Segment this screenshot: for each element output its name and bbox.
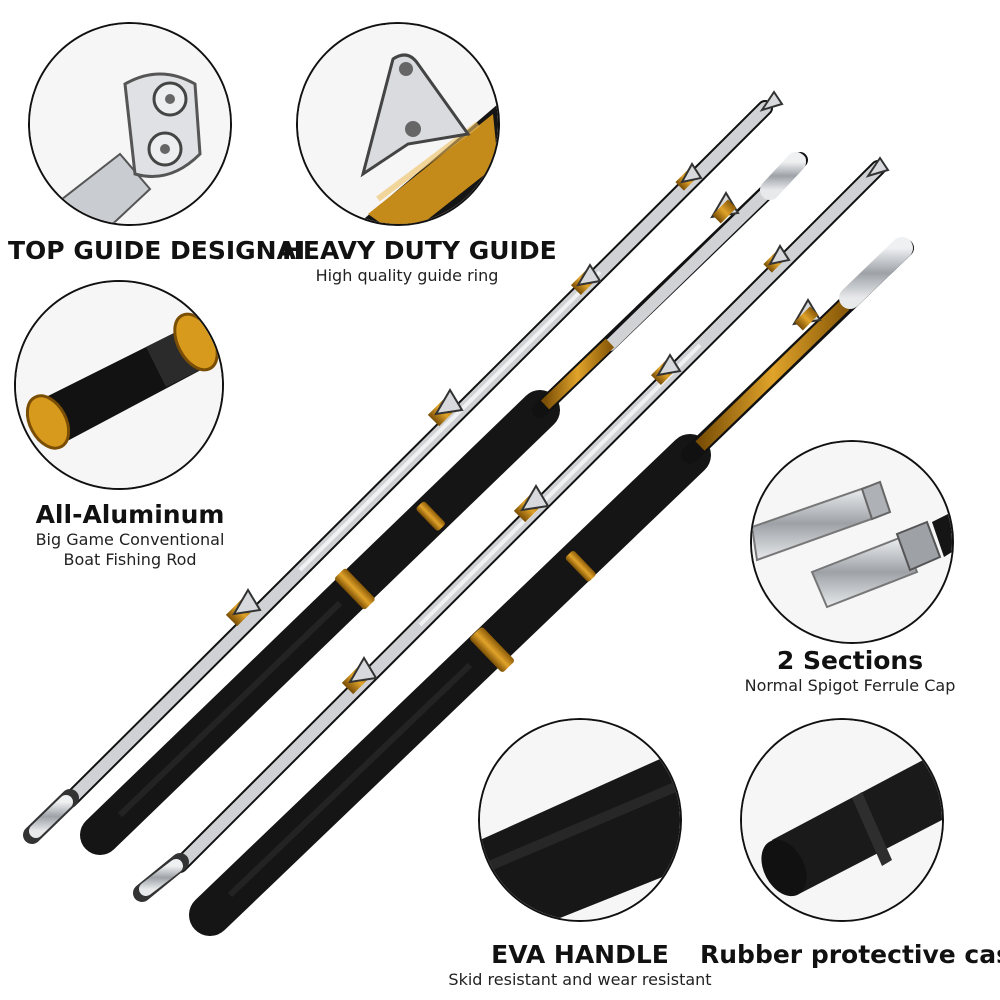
rubber-case-caption: Rubber protective case	[700, 940, 1000, 970]
sections-caption: 2 Sections Normal Spigot Ferrule Cap	[720, 646, 980, 696]
top-guide-title: TOP GUIDE DESIGNAI	[8, 236, 306, 265]
top-guide-caption: TOP GUIDE DESIGNAI	[8, 236, 306, 266]
rod-a-guides	[225, 90, 784, 627]
rubber-case-title: Rubber protective case	[700, 940, 1000, 969]
heavy-duty-guide-caption: HEAVY DUTY GUIDE High quality guide ring	[282, 236, 557, 286]
eva-handle-detail-circle	[478, 718, 682, 922]
eva-handle-subtitle: Skid resistant and wear resistant	[448, 970, 712, 989]
aluminum-detail-circle	[14, 280, 224, 490]
sections-detail-circle	[750, 440, 954, 644]
aluminum-subtitle-line2: Boat Fishing Rod	[63, 550, 197, 569]
sections-title: 2 Sections	[776, 646, 924, 675]
sections-subtitle: Normal Spigot Ferrule Cap	[744, 676, 956, 695]
rod-c	[133, 156, 890, 902]
rod-c-guides	[341, 156, 890, 695]
heavy-duty-guide-subtitle: High quality guide ring	[315, 266, 499, 285]
rod-a-butt	[23, 789, 79, 844]
aluminum-caption: All-Aluminum Big Game Conventional Boat …	[10, 500, 250, 570]
heavy-duty-guide-title: HEAVY DUTY GUIDE	[282, 236, 557, 265]
eva-handle-title: EVA HANDLE	[491, 940, 669, 969]
eva-handle-caption: EVA HANDLE Skid resistant and wear resis…	[430, 940, 730, 990]
rod-a	[23, 90, 784, 844]
rubber-case-detail-circle	[740, 718, 944, 922]
rod-b	[80, 152, 808, 855]
aluminum-subtitle: Big Game Conventional	[35, 530, 225, 549]
heavy-duty-guide-detail-circle	[296, 22, 500, 226]
aluminum-title: All-Aluminum	[35, 500, 225, 529]
rod-c-butt	[133, 853, 189, 902]
rod-d	[189, 237, 914, 936]
top-guide-detail-circle	[28, 22, 232, 226]
